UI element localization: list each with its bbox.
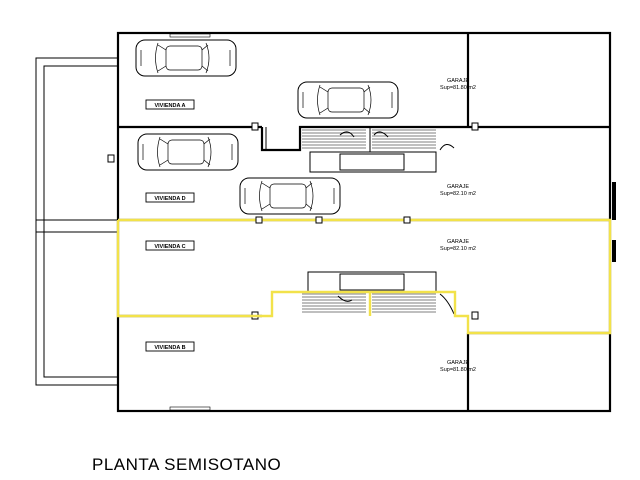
highlighted-unit-outline [116, 218, 612, 335]
wall-markers [255, 216, 411, 224]
unit-tag-b: VIVIENDA B [145, 341, 195, 352]
garage-label-a: GARAJE Sup=81.80 m2 [440, 78, 476, 91]
svg-text:GARAJE: GARAJE [447, 360, 469, 366]
unit-tag-a: VIVIENDA A [145, 99, 195, 110]
svg-text:VIVIENDA C: VIVIENDA C [154, 244, 185, 250]
plan-title: PLANTA SEMISOTANO [92, 455, 282, 474]
car-icon [239, 177, 341, 215]
garage-label-b: GARAJE Sup=81.80 m2 [440, 360, 476, 373]
car-icon [137, 133, 239, 171]
garage-label-c: GARAJE Sup=82.10 m2 [440, 239, 476, 252]
svg-text:Sup=81.80 m2: Sup=81.80 m2 [440, 367, 476, 373]
floor-plan: VIVIENDA A VIVIENDA D VIVIENDA C VIVIEND… [35, 31, 616, 413]
access-ramp [35, 57, 118, 386]
unit-tag-d: VIVIENDA D [145, 192, 195, 203]
stair-core-lower [251, 271, 479, 320]
svg-text:VIVIENDA B: VIVIENDA B [154, 345, 185, 351]
svg-text:Sup=81.80 m2: Sup=81.80 m2 [440, 85, 476, 91]
svg-text:GARAJE: GARAJE [447, 78, 469, 84]
car-icon [135, 39, 237, 77]
svg-text:Sup=82.10 m2: Sup=82.10 m2 [440, 191, 476, 197]
garage-label-d: GARAJE Sup=82.10 m2 [440, 184, 476, 197]
svg-text:VIVIENDA A: VIVIENDA A [154, 103, 185, 109]
svg-text:Sup=82.10 m2: Sup=82.10 m2 [440, 246, 476, 252]
svg-text:GARAJE: GARAJE [447, 184, 469, 190]
svg-text:VIVIENDA D: VIVIENDA D [154, 196, 185, 202]
svg-text:GARAJE: GARAJE [447, 239, 469, 245]
stair-core-upper [107, 122, 479, 173]
car-icon [297, 81, 399, 119]
unit-tag-c: VIVIENDA C [145, 240, 195, 251]
